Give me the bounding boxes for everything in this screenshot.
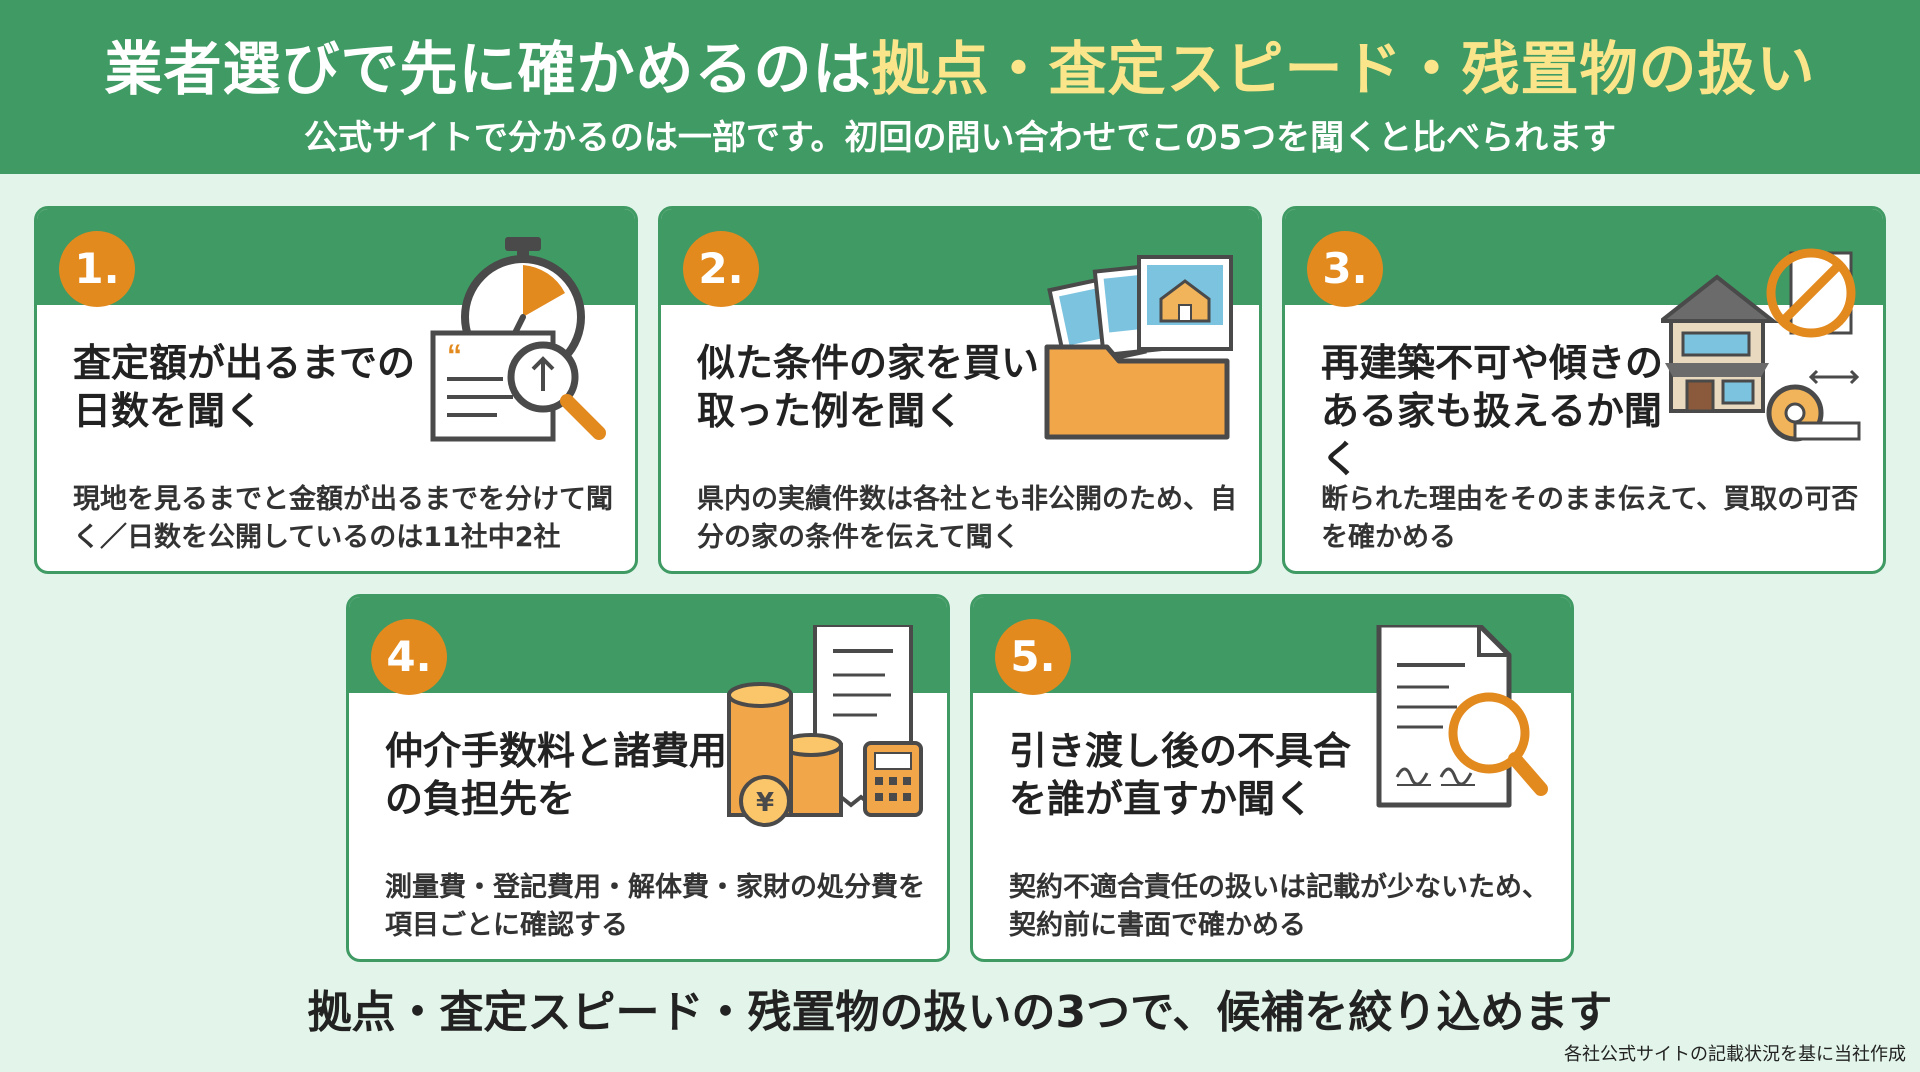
step-number-badge: 1. bbox=[59, 231, 135, 307]
card-heading: 再建築不可や傾きのある家も扱えるか聞く bbox=[1321, 341, 1664, 481]
card-description: 県内の実績件数は各社とも非公開のため、自分の家の条件を伝えて聞く bbox=[697, 484, 1237, 553]
card-4: 4. 仲介手数料と諸費用の負担先を 測量費・登記費用・解体費・家財の処分費を項目… bbox=[346, 594, 950, 962]
card-description: 現地を見るまでと金額が出るまでを分けて聞く／日数を公開しているのは11社中2社 bbox=[73, 484, 613, 553]
card-5: 5. 引き渡し後の不具合を誰が直すか聞く 契約不適合責任の扱いは記載が少ないため… bbox=[970, 594, 1574, 962]
card-1: 1. 査定額が出るまでの日数を聞く 現地を見るまでと金額が出るまでを分けて聞く／… bbox=[34, 206, 638, 574]
house-no-rebuild-tape-measure-icon bbox=[1661, 248, 1861, 442]
card-heading: 引き渡し後の不具合を誰が直すか聞く bbox=[1009, 729, 1352, 821]
summary-message: 拠点・査定スピード・残置物の扱いの3つで、候補を絞り込めます bbox=[307, 987, 1613, 1038]
contract-magnifier-icon bbox=[1376, 625, 1548, 808]
coins-receipt-calculator-icon: ¥ bbox=[727, 625, 923, 827]
card-description: 契約不適合責任の扱いは記載が少ないため、契約前に書面で確かめる bbox=[1009, 872, 1549, 941]
header-banner: 業者選びで先に確かめるのは拠点・査定スピード・残置物の扱い 公式サイトで分かるの… bbox=[0, 0, 1920, 174]
source-note: 各社公式サイトの記載状況を基に当社作成 bbox=[1564, 1044, 1906, 1065]
photo-folder-icon bbox=[1044, 255, 1233, 440]
stopwatch-document-magnifier-icon: “ bbox=[430, 237, 606, 442]
card-band bbox=[1285, 209, 1883, 305]
card-description: 断られた理由をそのまま伝えて、買取の可否を確かめる bbox=[1321, 484, 1859, 553]
svg-text:¥: ¥ bbox=[756, 788, 774, 818]
card-heading: 似た条件の家を買い取った例を聞く bbox=[697, 341, 1040, 433]
card-description: 測量費・登記費用・解体費・家財の処分費を項目ごとに確認する bbox=[385, 872, 925, 941]
card-heading: 仲介手数料と諸費用の負担先を bbox=[385, 729, 728, 821]
step-number-badge: 5. bbox=[995, 619, 1071, 695]
card-heading: 査定額が出るまでの日数を聞く bbox=[73, 341, 416, 433]
card-2: 2. 似た条件の家を買い取った例を聞く 県内の実績件数は各社とも非公開のため、自… bbox=[658, 206, 1262, 574]
step-number-badge: 4. bbox=[371, 619, 447, 695]
step-number-badge: 2. bbox=[683, 231, 759, 307]
card-3: 3. 再建築不可や傾きのある家も扱えるか聞く 断られた理由をそのまま伝えて、買取… bbox=[1282, 206, 1886, 574]
title-highlight: 拠点・査定スピード・残置物の扱い bbox=[871, 35, 1816, 103]
page-subtitle: 公式サイトで分かるのは一部です。初回の問い合わせでこの5つを聞くと比べられます bbox=[303, 118, 1617, 158]
svg-text:“: “ bbox=[447, 339, 462, 372]
page-title: 業者選びで先に確かめるのは拠点・査定スピード・残置物の扱い bbox=[0, 22, 1920, 106]
step-number-badge: 3. bbox=[1307, 231, 1383, 307]
title-main: 業者選びで先に確かめるのは bbox=[104, 35, 872, 103]
